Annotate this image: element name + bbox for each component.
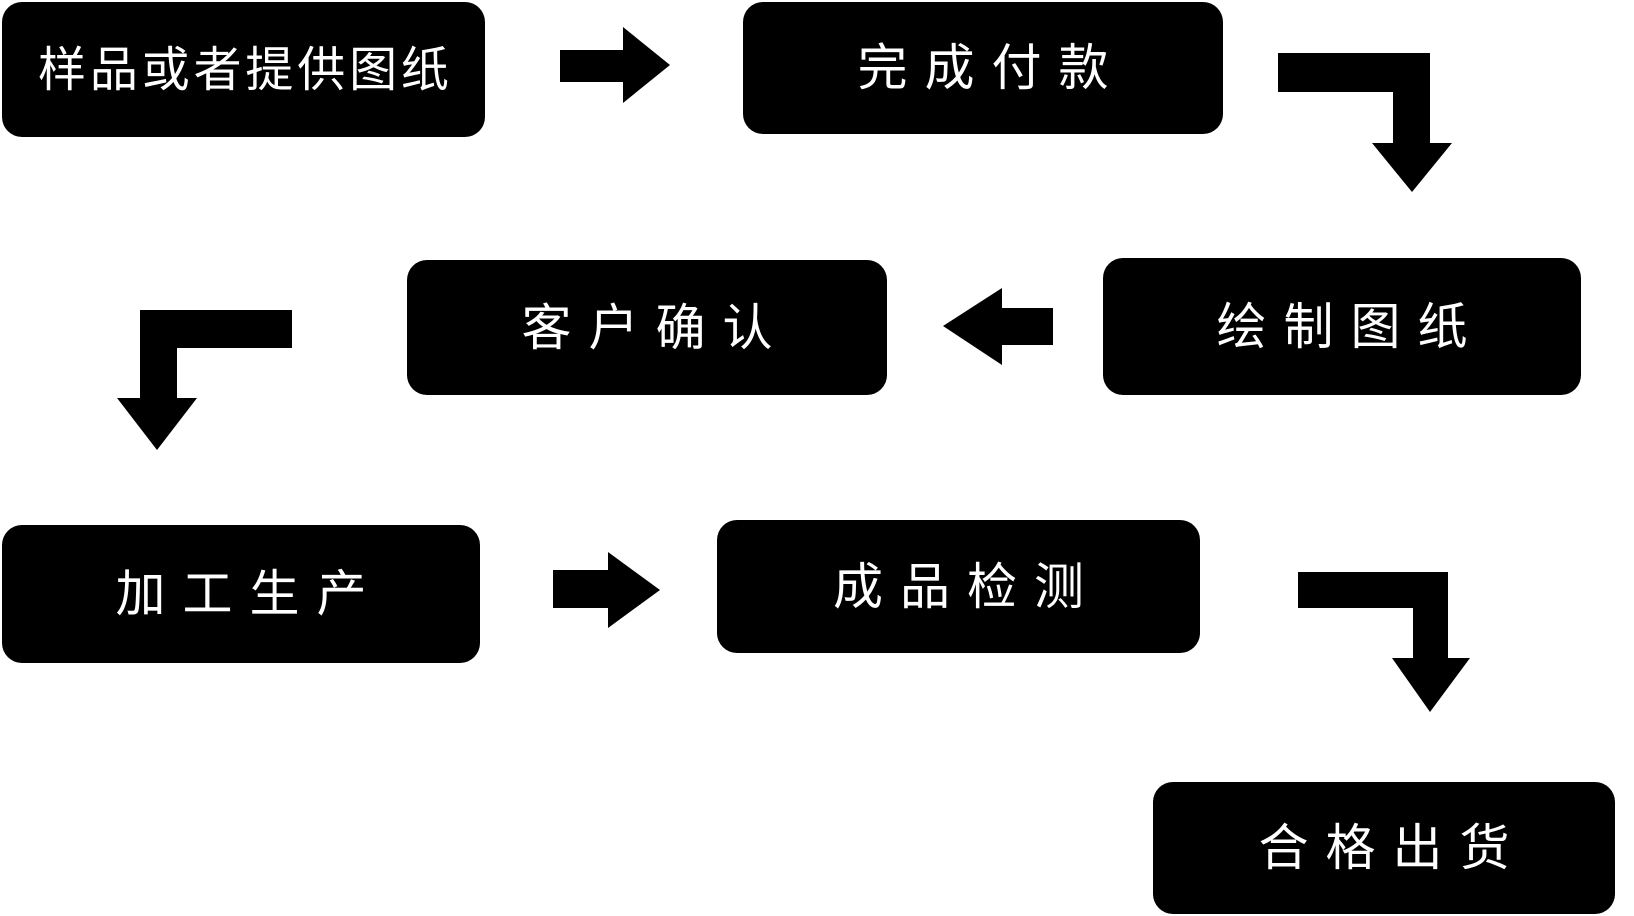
flow-node-sample-or-drawing: 样品或者提供图纸 xyxy=(2,2,485,137)
flow-node-label: 绘制图纸 xyxy=(1216,297,1485,356)
flow-node-finished-product-inspection: 成品检测 xyxy=(717,520,1200,653)
arrow-step2-to-step3-bent-down-icon xyxy=(1278,53,1452,192)
flow-node-label: 客户确认 xyxy=(521,298,790,357)
arrow-step3-to-step4-left-icon xyxy=(943,288,1053,365)
flow-node-label: 合格出货 xyxy=(1258,819,1527,877)
flow-node-qualified-shipment: 合格出货 xyxy=(1153,782,1615,914)
flow-node-label: 加工生产 xyxy=(115,565,384,623)
flow-node-customer-confirmation: 客户确认 xyxy=(407,260,887,395)
arrow-step5-to-step6-right-icon xyxy=(553,552,660,628)
arrow-step6-to-step7-bent-down-icon xyxy=(1298,572,1470,712)
flow-node-label: 样品或者提供图纸 xyxy=(38,41,453,98)
flow-node-complete-payment: 完成付款 xyxy=(743,2,1223,134)
arrow-step1-to-step2-right-icon xyxy=(560,27,670,103)
flow-node-label: 成品检测 xyxy=(833,557,1101,616)
flow-node-label: 完成付款 xyxy=(857,39,1126,97)
flow-node-processing-production: 加工生产 xyxy=(2,525,480,663)
arrow-step4-to-step5-bent-down-icon xyxy=(117,310,292,450)
flow-node-draw-drawings: 绘制图纸 xyxy=(1103,258,1581,395)
